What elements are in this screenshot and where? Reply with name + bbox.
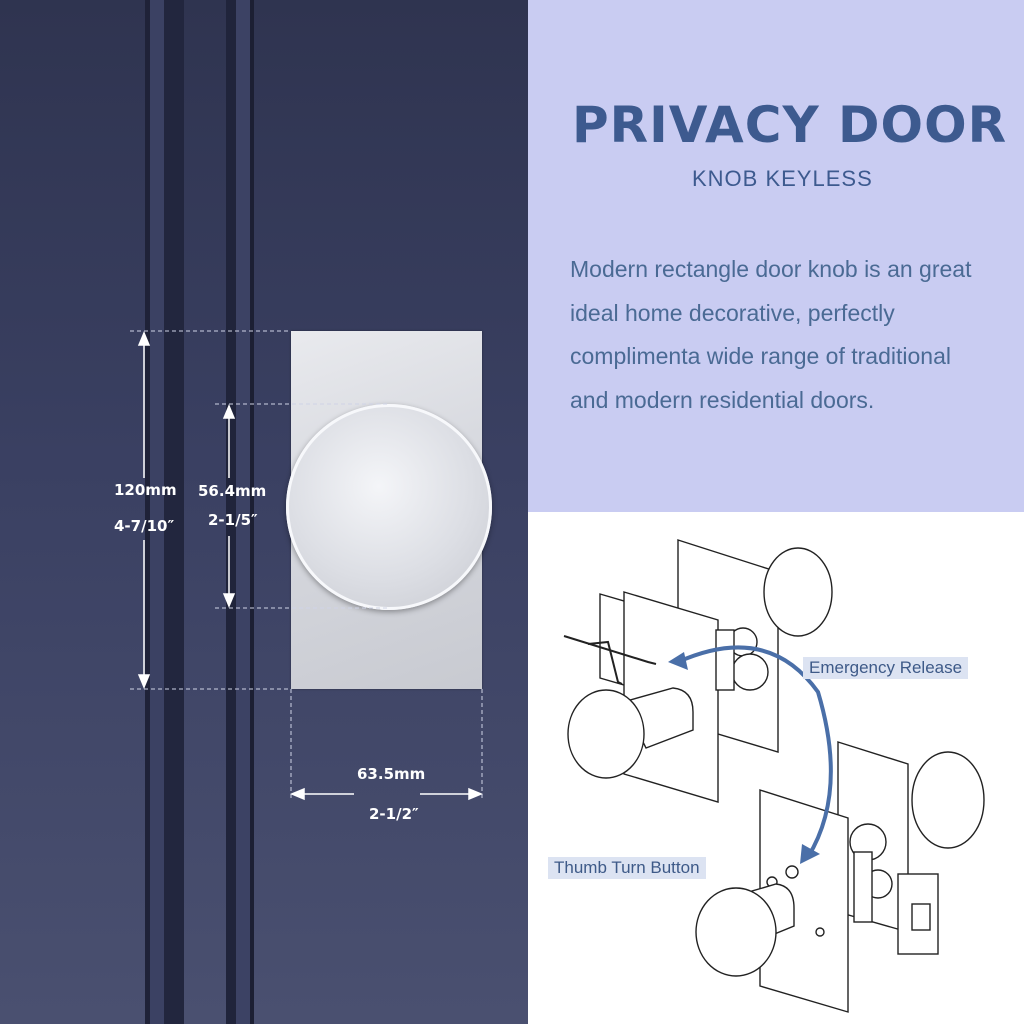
dimension-lines [130,330,483,801]
description-line: and modern residential doors. [570,386,875,413]
door-groove [150,0,164,1024]
page-subtitle: KNOB KEYLESS [692,166,873,191]
door-groove [236,0,250,1024]
height-in-label: 4-7/10″ [114,517,175,535]
lower-back-knob [911,751,985,849]
door-groove [145,0,150,1024]
door-groove [164,0,184,1024]
description-line: complimenta wide range of traditional [570,343,951,369]
width-mm-label: 63.5mm [357,765,426,783]
lower-front-knob [695,887,777,977]
upper-front-knob [567,689,645,779]
emergency-release-callout: Emergency Release [803,657,969,679]
description-line: Modern rectangle door knob is an great [570,256,972,282]
round-knob[interactable] [286,404,492,610]
knob-in-label: 2-1/5″ [208,511,258,529]
info-panel [528,0,1024,512]
upper-back-knob [763,547,833,637]
door-groove [226,0,236,1024]
exploded-lock-diagram [563,539,985,1013]
width-in-label: 2-1/2″ [369,805,419,823]
door-groove [250,0,254,1024]
height-mm-label: 120mm [114,481,177,499]
knob-mm-label: 56.4mm [198,482,267,500]
thumb-turn-callout: Thumb Turn Button [548,857,706,879]
description-line: ideal home decorative, perfectly [570,299,895,326]
door-panel: 120mm 4-7/10″ 56.4mm 2-1/5″ 63.5mm 2-1/2… [0,0,528,1024]
page-title: PRIVACY DOOR [572,96,1008,154]
product-description: Modern rectangle door knob is an great i… [570,248,1000,422]
